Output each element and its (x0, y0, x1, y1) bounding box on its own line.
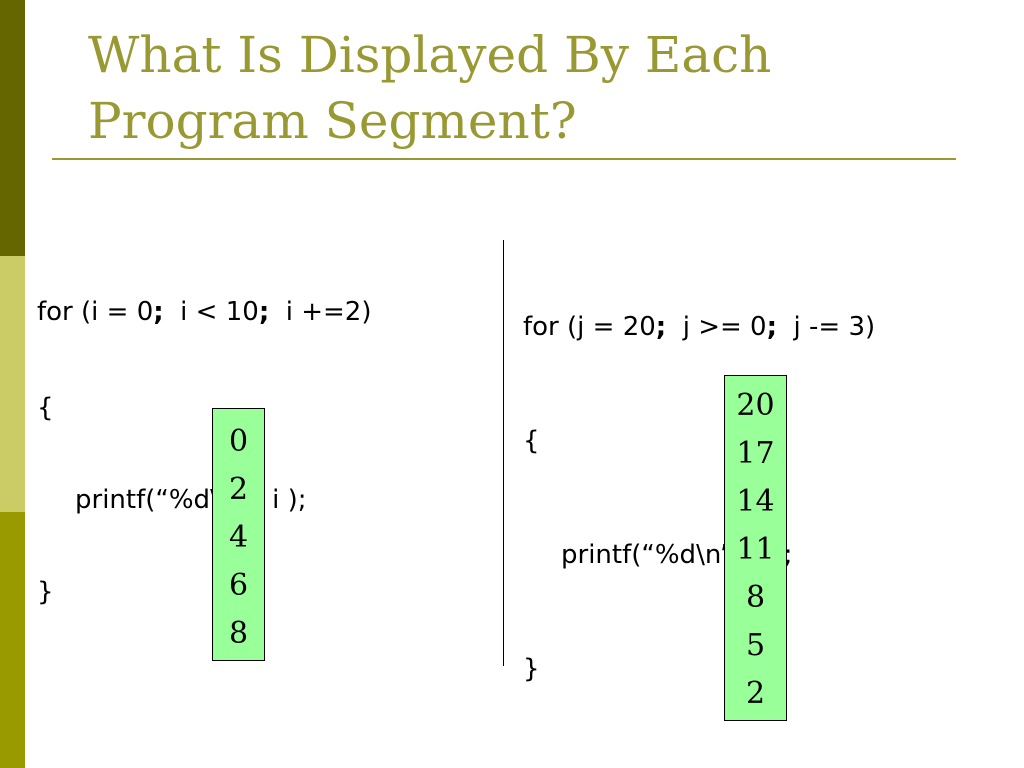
right-code-segment: for (j = 20; j >= 0; j -= 3) { printf(“%… (523, 232, 875, 726)
left-output-value: 8 (228, 616, 249, 651)
left-close-brace: } (37, 577, 54, 607)
right-for-condition: j >= 0 (666, 312, 767, 342)
left-output-box: 0 2 4 6 8 (212, 408, 265, 661)
sidebar-accent-top (0, 0, 25, 256)
right-semicolon-2: ; (766, 312, 777, 342)
left-output-value: 6 (228, 568, 249, 603)
right-open-brace: { (523, 426, 540, 456)
right-for-increment: j -= 3) (777, 312, 876, 342)
left-printf-statement: printf(“%d\n”, i ); (75, 485, 307, 515)
left-output-value: 2 (228, 472, 249, 507)
right-close-brace: } (523, 654, 540, 684)
right-output-value: 17 (736, 436, 775, 471)
right-output-box: 20 17 14 11 8 5 2 (724, 375, 787, 721)
left-output-value: 4 (228, 520, 249, 555)
right-printf-statement: printf(“%d\n”, j ); (561, 540, 793, 570)
left-for-statement: for (i = 0; i < 10; i +=2) (37, 296, 372, 328)
right-for-statement: for (j = 20; j >= 0; j -= 3) (523, 308, 875, 346)
right-output-value: 5 (745, 628, 766, 663)
right-output-value: 2 (745, 676, 766, 711)
sidebar-accent-middle (0, 256, 25, 512)
left-output-value: 0 (228, 424, 249, 459)
left-for-increment: i +=2) (269, 297, 372, 327)
left-open-brace: { (37, 393, 54, 423)
left-semicolon-2: ; (258, 297, 270, 327)
column-divider (503, 240, 504, 666)
left-code-segment: for (i = 0; i < 10; i +=2) { printf(“%d\… (37, 232, 372, 640)
right-for-init: for (j = 20 (523, 312, 656, 342)
right-output-value: 20 (736, 388, 775, 423)
left-for-init: for (i = 0 (37, 297, 154, 327)
left-semicolon-1: ; (153, 297, 164, 327)
right-semicolon-1: ; (655, 312, 667, 342)
left-for-condition: i < 10 (163, 297, 259, 327)
right-output-value: 11 (736, 532, 775, 567)
title-underline (52, 158, 956, 160)
right-output-value: 14 (736, 484, 775, 519)
slide-title: What Is Displayed By Each Program Segmen… (88, 26, 772, 150)
sidebar-accent-bottom (0, 512, 25, 768)
right-output-value: 8 (745, 580, 766, 615)
